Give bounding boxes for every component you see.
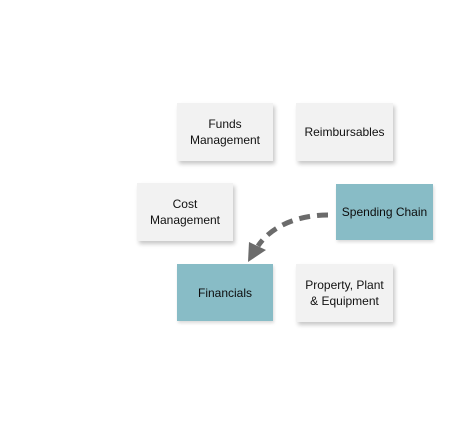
financials-box: Financials [177, 264, 273, 321]
cost-management-box: Cost Management [137, 183, 233, 241]
reimbursables-box: Reimbursables [296, 103, 393, 161]
funds-management-box: Funds Management [177, 103, 273, 161]
arrow-curve [255, 212, 329, 248]
property-plant-equipment-box: Property, Plant & Equipment [296, 264, 393, 322]
spending-chain-box: Spending Chain [336, 184, 433, 240]
arrow-head [248, 242, 266, 262]
